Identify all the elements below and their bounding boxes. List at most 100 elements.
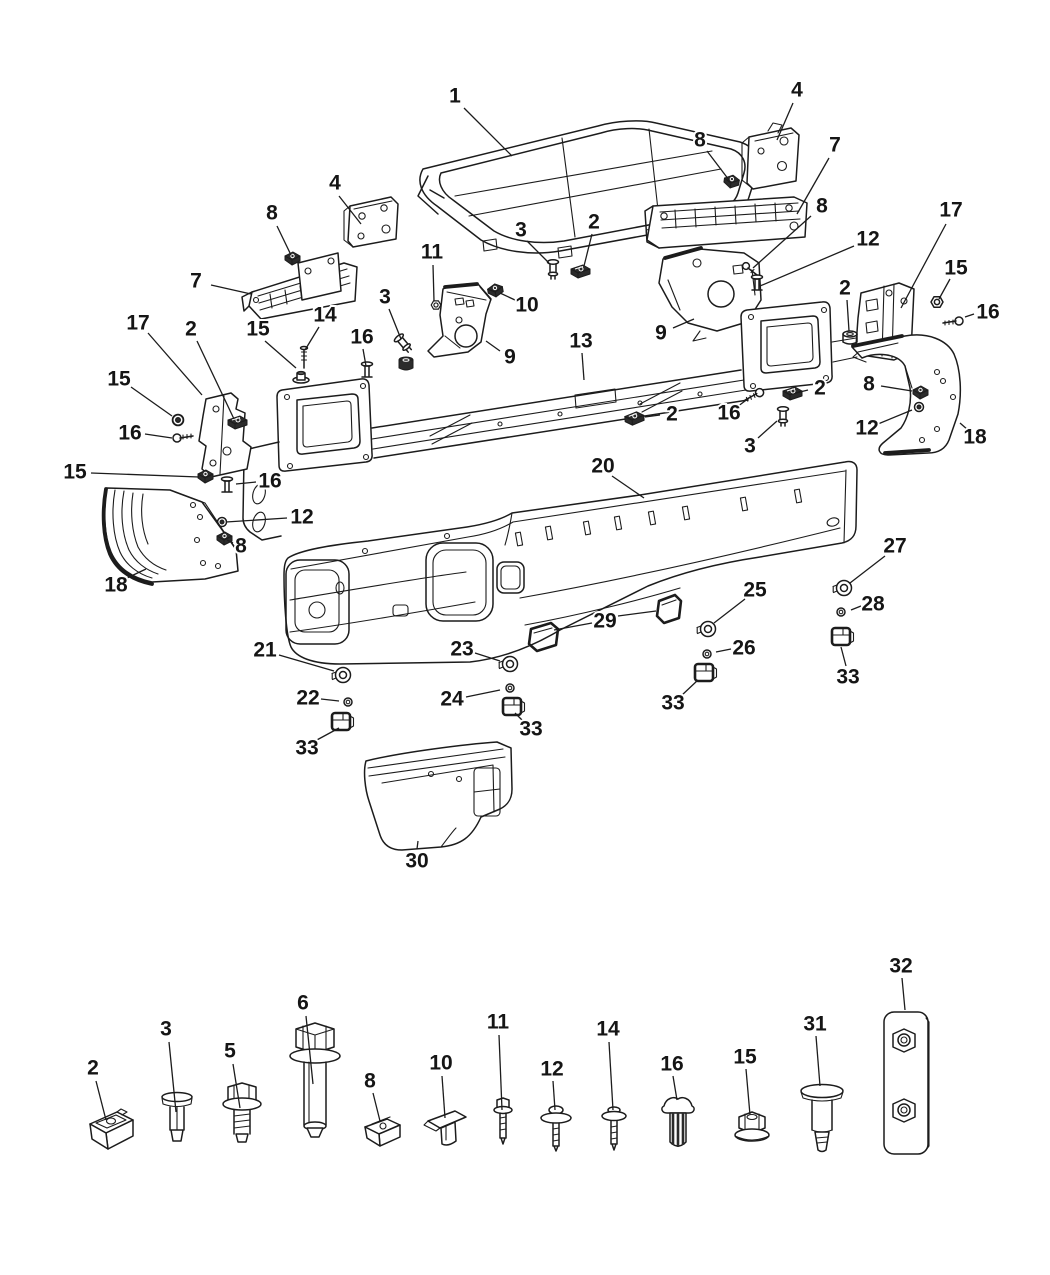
callout-8: 8 [694,129,706,152]
leader-line-1 [463,107,513,157]
callout-14: 14 [313,304,337,327]
leader-line-16 [362,348,367,367]
nut-15-right [930,296,944,308]
ring-28 [836,607,846,617]
callout-27: 27 [883,535,906,558]
fastener-3-rivet [161,1091,193,1142]
callout-2: 2 [814,377,826,400]
leader-line-2 [95,1080,107,1121]
leader-line-3 [388,308,402,340]
callout-7: 7 [190,270,202,293]
leader-line-30 [416,840,419,850]
leader-line-33 [314,727,340,742]
callout-3: 3 [744,435,756,458]
fastener-12-screw [540,1105,572,1152]
nut-2-dark [398,356,414,371]
nut-2-right [842,330,858,345]
ring-26 [702,649,712,659]
leader-line-3 [526,240,550,264]
callout-25: 25 [743,579,767,602]
leader-line-28 [850,605,862,611]
fastener-11-screw [493,1097,513,1145]
rivet-3-right [776,406,790,427]
leader-line-23 [474,652,501,662]
leader-line-12 [225,517,288,523]
pushpin-16-mid [360,361,374,378]
part-13-beam [242,301,858,541]
callout-16: 16 [258,470,281,493]
callout-8: 8 [266,202,278,225]
callout-12: 12 [540,1058,563,1081]
leader-line-16 [672,1075,678,1101]
leader-line-26 [715,648,732,653]
leader-line-2 [846,299,850,332]
leader-line-24 [465,689,501,698]
callout-17: 17 [939,199,962,222]
sensor-33-b [501,696,526,717]
part-20-bumper [283,460,858,665]
ring-22 [343,697,353,707]
leader-line-20 [611,475,645,499]
u-nut-2-mid-right [782,386,803,401]
leader-line-16 [144,433,173,439]
callout-16: 16 [350,326,373,349]
part-30-closeout-panel [363,741,513,851]
callout-16: 16 [118,422,141,445]
leader-line-10 [499,292,516,301]
callout-26: 26 [732,637,755,660]
leader-line-15 [745,1068,751,1116]
fastener-10-clip [423,1110,467,1146]
callout-11: 11 [487,1011,510,1034]
rivet-3-left [392,331,415,356]
leader-line-31 [815,1035,821,1087]
leader-line-8 [226,539,234,544]
leader-line-11 [432,264,435,302]
callout-2: 2 [666,403,678,426]
washer-12-left [216,516,228,528]
callout-3: 3 [160,1018,172,1041]
callout-1: 1 [449,85,461,108]
callout-18: 18 [963,426,987,449]
leader-line-5 [232,1063,241,1109]
callout-4: 4 [791,79,803,102]
callout-2: 2 [185,318,197,341]
leader-line-16 [736,397,750,408]
callout-8: 8 [364,1070,376,1093]
sensor-33-d [830,626,855,647]
callout-15: 15 [733,1046,757,1069]
fastener-15-flange-nut [734,1111,770,1142]
leader-line-15 [130,386,173,417]
callout-29: 29 [593,610,616,633]
leader-line-6 [305,1015,314,1085]
sensor-33-c [693,662,718,683]
leader-line-25 [713,598,746,624]
fastener-8-clip [364,1116,401,1147]
leader-line-8 [276,225,292,256]
part-7-rail-left [241,252,358,320]
leader-line-7 [210,284,252,295]
callout-3: 3 [379,286,391,309]
leader-line-32 [901,977,906,1011]
callout-13: 13 [569,330,592,353]
nut-27 [832,579,853,597]
leader-line-10 [441,1075,446,1119]
callout-15: 15 [63,461,87,484]
part-18-flap-right [851,334,962,456]
fastener-31-pin [800,1083,844,1153]
leader-line-12 [877,409,913,425]
leader-line-29 [617,610,657,617]
callout-30: 30 [405,850,428,873]
leader-line-12 [759,245,855,287]
fastener-5-bolt [222,1082,262,1143]
callout-17: 17 [126,312,149,335]
leader-line-8 [706,150,730,181]
clip-10 [486,282,505,299]
leader-line-15 [264,340,297,369]
leader-line-13 [581,352,585,381]
callout-22: 22 [296,687,319,710]
leader-line-3 [757,420,778,439]
leader-line-16 [235,481,257,485]
part-4-bracket-left [343,196,399,248]
leader-line-27 [849,555,886,584]
